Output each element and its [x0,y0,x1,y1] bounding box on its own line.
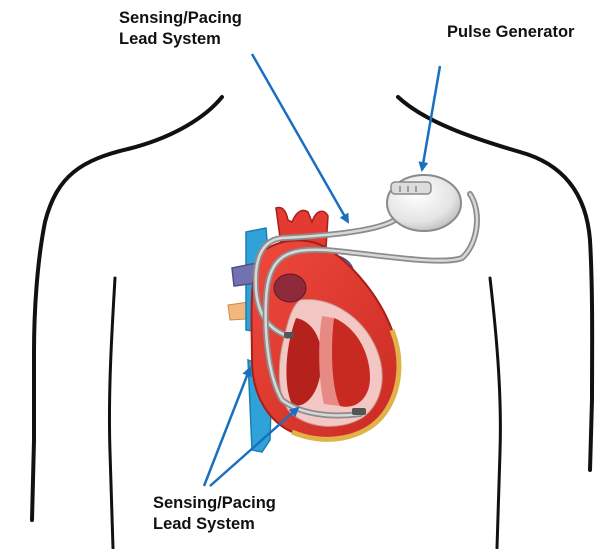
label-lead-top-line2: Lead System [119,29,242,50]
arrow-bottom-lead-left [204,368,250,486]
right-shoulder-line [398,97,592,470]
label-lead-top-line1: Sensing/Pacing [119,8,242,29]
arrow-top-lead [252,54,348,222]
left-shoulder-line [32,97,222,520]
label-lead-system-top: Sensing/Pacing Lead System [119,8,242,50]
pulse-generator-device [387,175,461,231]
label-lead-bottom-line1: Sensing/Pacing [153,493,276,514]
atrial-electrode-tip [284,332,294,338]
label-pulse-generator: Pulse Generator [447,22,574,43]
right-arm-inner-line [490,278,500,548]
device-header [391,182,431,194]
label-lead-bottom-line2: Lead System [153,514,276,535]
label-lead-system-bottom: Sensing/Pacing Lead System [153,493,276,535]
ventricular-electrode-tip [352,408,366,415]
right-atrium [274,274,306,302]
left-arm-inner-line [109,278,115,548]
